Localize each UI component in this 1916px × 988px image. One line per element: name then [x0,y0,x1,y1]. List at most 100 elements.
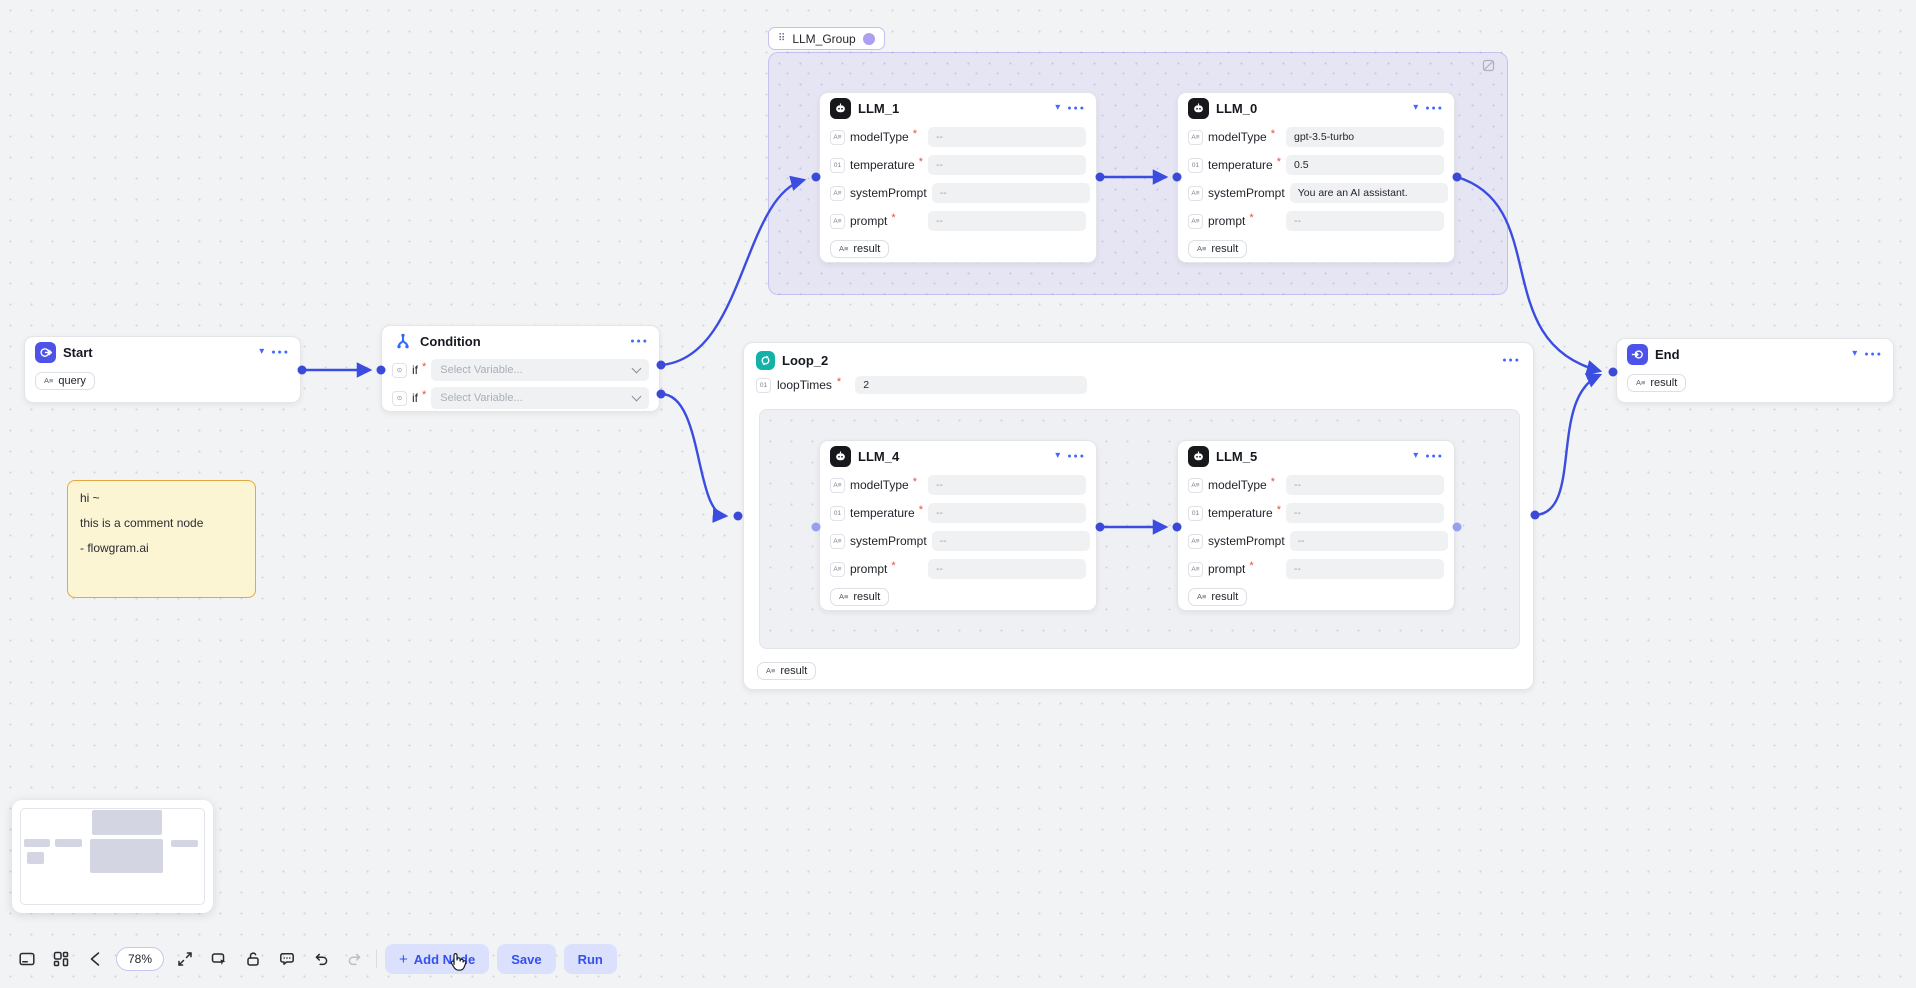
port-condition-in[interactable] [376,365,386,375]
node-condition[interactable]: Condition ●●● ⊙ if * Select Variable... … [381,325,660,412]
field-value[interactable]: -- [1286,475,1444,495]
node-llm-1[interactable]: LLM_1 ▾ ●●● A≡ modelType * -- 01 tempera… [819,92,1097,263]
fit-view-button[interactable] [172,946,198,972]
port-llm5-out[interactable] [1452,522,1462,532]
port-condition-if1-out[interactable] [656,360,666,370]
output-badge[interactable]: A≡ result [1627,373,1687,392]
comment-tool-button[interactable] [274,946,300,972]
type-string-icon: A≡ [1188,213,1203,229]
chevron-down-icon[interactable]: ▾ [259,346,265,357]
field-value[interactable]: -- [928,211,1086,231]
result-badge[interactable]: A≡ result [830,239,890,258]
if-type-icon: ⊙ [392,362,407,378]
edge-condition-llm1[interactable] [660,175,807,367]
unlock-icon[interactable] [240,946,266,972]
type-string-icon: A≡ [830,129,845,145]
looptimes-input[interactable]: 2 [855,376,1088,394]
node-start[interactable]: Start ▾ ●●● A≡ query [24,336,301,403]
more-menu-icon[interactable]: ●●● [1425,104,1444,112]
field-value[interactable]: -- [928,155,1086,175]
field-row-prompt: A≡ prompt * -- [1178,555,1454,583]
node-end[interactable]: End ▾ ●●● A≡ result [1616,338,1894,403]
output-badge[interactable]: A≡ query [35,371,95,390]
more-menu-icon[interactable]: ●●● [630,337,649,345]
node-llm-5[interactable]: LLM_5 ▾ ●●● A≡ modelType * -- 01 tempera… [1177,440,1455,611]
more-menu-icon[interactable]: ●●● [1067,104,1086,112]
line-type-button[interactable] [82,946,108,972]
save-button[interactable]: Save [497,944,556,974]
edge-llm0-end[interactable] [1456,175,1603,376]
port-loop-in[interactable] [733,511,743,521]
drag-handle-icon[interactable]: ⠿ [778,32,786,44]
field-value[interactable]: -- [928,127,1086,147]
minimap[interactable] [12,800,213,913]
field-label: modelType [1208,478,1267,492]
port-loop-out[interactable] [1530,510,1540,520]
result-badge[interactable]: A≡ result [1188,239,1248,258]
group-collapse-icon[interactable] [1482,59,1495,77]
result-badge[interactable]: A≡ result [1188,587,1248,606]
port-start-out[interactable] [297,365,307,375]
edge-loop-end[interactable] [1534,373,1603,517]
port-llm0-out[interactable] [1452,172,1462,182]
field-value[interactable]: -- [928,503,1086,523]
result-badge[interactable]: A≡ result [830,587,890,606]
chevron-down-icon[interactable]: ▾ [1852,348,1858,359]
chevron-down-icon[interactable]: ▾ [1055,450,1061,461]
edge-condition-loop[interactable] [660,392,729,523]
field-row-looptimes: 01 loopTimes * 2 [744,373,1533,397]
more-menu-icon[interactable]: ●●● [1502,356,1521,364]
port-llm4-in[interactable] [811,522,821,532]
required-mark: * [1270,128,1275,140]
field-value[interactable]: -- [928,559,1086,579]
undo-button[interactable] [308,946,334,972]
more-menu-icon[interactable]: ●●● [1864,350,1883,358]
field-value[interactable]: You are an AI assistant. [1289,183,1448,203]
variable-select[interactable]: Select Variable... [431,387,649,409]
port-end-in[interactable] [1608,367,1618,377]
variable-select[interactable]: Select Variable... [431,359,649,381]
more-menu-icon[interactable]: ●●● [1425,452,1444,460]
group-color-dot[interactable] [862,32,875,45]
field-value[interactable]: -- [1286,503,1444,523]
port-llm0-in[interactable] [1172,172,1182,182]
redo-button[interactable] [342,946,368,972]
more-menu-icon[interactable]: ●●● [271,348,290,356]
node-llm-0[interactable]: LLM_0 ▾ ●●● A≡ modelType * gpt-3.5-turbo… [1177,92,1455,263]
chevron-down-icon[interactable]: ▾ [1413,450,1419,461]
node-llm-4[interactable]: LLM_4 ▾ ●●● A≡ modelType * -- 01 tempera… [819,440,1097,611]
field-value[interactable]: -- [1289,531,1448,551]
port-llm4-out[interactable] [1095,522,1105,532]
comment-node[interactable]: hi ~ this is a comment node - flowgram.a… [67,480,256,598]
field-value[interactable]: -- [1286,211,1444,231]
field-row-temperature: 01 temperature * -- [820,151,1096,179]
minimap-toggle-button[interactable] [14,946,40,972]
required-mark: * [912,476,917,488]
more-menu-icon[interactable]: ●●● [1067,452,1086,460]
zoom-level-display[interactable]: 78% [116,947,165,971]
port-condition-if2-out[interactable] [656,389,666,399]
chevron-down-icon[interactable]: ▾ [1055,102,1061,113]
run-button[interactable]: Run [563,944,617,974]
layout-grid-button[interactable] [48,946,74,972]
select-area-button[interactable] [206,946,232,972]
field-value[interactable]: -- [1286,559,1444,579]
field-value[interactable]: -- [931,183,1090,203]
port-llm1-out[interactable] [1095,172,1105,182]
field-value[interactable]: -- [928,475,1086,495]
result-badge[interactable]: A≡ result [757,661,817,680]
select-placeholder: Select Variable... [440,364,523,376]
field-value[interactable]: -- [931,531,1090,551]
field-value[interactable]: gpt-3.5-turbo [1286,127,1444,147]
type-string-icon: A≡ [766,666,776,675]
port-llm5-in[interactable] [1172,522,1182,532]
field-label: temperature [850,158,915,172]
add-node-button[interactable]: + Add Node [385,944,490,974]
type-string-icon: A≡ [1188,185,1203,201]
field-value[interactable]: 0.5 [1286,155,1444,175]
group-header[interactable]: ⠿ LLM_Group [768,27,885,50]
chevron-down-icon[interactable]: ▾ [1413,102,1419,113]
select-placeholder: Select Variable... [440,392,523,404]
port-llm1-in[interactable] [811,172,821,182]
